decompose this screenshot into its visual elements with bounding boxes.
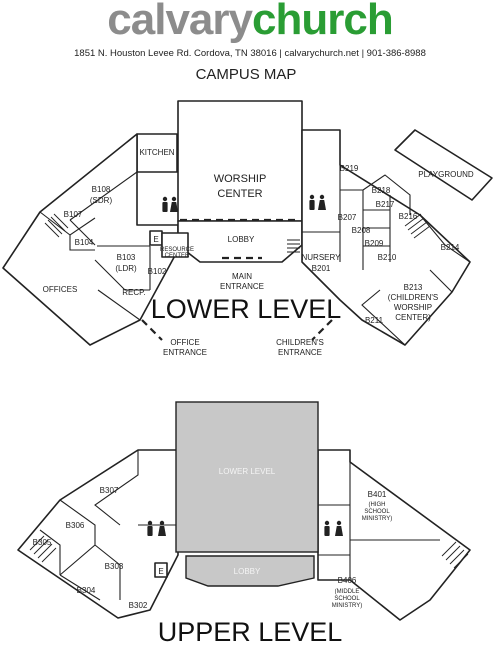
restroom-women-icon <box>170 196 178 212</box>
brand-logo: calvarychurch <box>107 0 393 44</box>
room-b108-sub: (SDR) <box>90 196 113 205</box>
kitchen-room <box>136 133 178 173</box>
worship-center-room <box>177 100 303 222</box>
upper-lobby-overlay-label: LOBBY <box>234 567 261 576</box>
lobby-label: LOBBY <box>228 235 255 244</box>
room-b102: B102 <box>148 267 167 276</box>
room-b303: B303 <box>105 562 124 571</box>
room-b103: B103 <box>117 253 136 262</box>
lobby-overlay <box>185 555 315 587</box>
room-b302: B302 <box>129 601 148 610</box>
childrens-entrance-label-2: ENTRANCE <box>278 348 322 357</box>
restroom-men-icon <box>147 520 153 536</box>
room-b406: B406 <box>338 576 357 585</box>
room-b307: B307 <box>100 486 119 495</box>
restroom-men-icon <box>309 194 315 210</box>
lower-level-heading: LOWER LEVEL <box>151 294 342 324</box>
room-b304: B304 <box>77 586 96 595</box>
playground-area <box>394 129 493 201</box>
room-b217: B217 <box>376 200 395 209</box>
lower-level-overlay <box>175 401 319 553</box>
office-entrance-label-2: ENTRANCE <box>163 348 207 357</box>
upper-overlay-label: LOWER LEVEL <box>219 467 276 476</box>
upper-level-floorplan: LOWER LEVEL LOBBY B307 B306 B305 B303 B3… <box>17 401 471 647</box>
room-b401: B401 <box>368 490 387 499</box>
nursery-room: B201 <box>312 264 331 273</box>
upper-elevator-label: E <box>158 567 163 576</box>
room-b213-sub2: WORSHIP <box>394 303 432 312</box>
kitchen-label: KITCHEN <box>139 148 174 157</box>
room-b406-sub1: (MIDDLE <box>335 589 360 595</box>
room-b211: B211 <box>365 316 384 325</box>
reception-label: RECP. <box>122 288 145 297</box>
office-entrance-label-1: OFFICE <box>170 338 199 347</box>
upper-level-heading: UPPER LEVEL <box>158 617 343 647</box>
stairs-icon <box>44 213 69 238</box>
restroom-men-icon <box>324 520 330 536</box>
room-b107: B107 <box>64 210 83 219</box>
main-entrance-label-2: ENTRANCE <box>220 282 264 291</box>
room-b401-sub3: MINISTRY) <box>362 516 393 522</box>
room-b208: B208 <box>352 226 371 235</box>
room-b218: B218 <box>372 186 391 195</box>
room-b214: B214 <box>441 243 460 252</box>
upper-left-wing <box>17 449 179 619</box>
room-b305: B305 <box>33 538 52 547</box>
elevator-icon <box>154 562 168 578</box>
room-b406-sub2: SCHOOL <box>334 596 360 602</box>
room-b213: B213 <box>404 283 423 292</box>
childrens-entrance-label-1: CHILDREN'S <box>276 338 324 347</box>
brand-name-part2: church <box>252 0 393 44</box>
map-title: CAMPUS MAP <box>196 66 297 83</box>
room-b216: B216 <box>399 212 418 221</box>
brand-name-part1: calvary <box>107 0 253 44</box>
worship-label-2: CENTER <box>217 188 262 200</box>
room-b210: B210 <box>378 253 397 262</box>
room-b207: B207 <box>338 213 357 222</box>
room-b104: B104 <box>75 238 94 247</box>
room-b213-sub3: CENTER) <box>395 313 431 322</box>
restroom-men-icon <box>162 196 168 212</box>
room-b219: B219 <box>340 164 359 173</box>
resource-center-label-2: CENTER <box>165 253 190 259</box>
room-b401-sub2: SCHOOL <box>364 509 390 515</box>
room-b209: B209 <box>365 239 384 248</box>
main-entrance-label-1: MAIN <box>232 272 252 281</box>
lower-level-floorplan: KITCHEN WORSHIP CENTER PLAYGROUND B219 B… <box>2 100 493 357</box>
playground-label: PLAYGROUND <box>418 170 474 179</box>
nursery-label: NURSERY <box>302 253 342 262</box>
upper-right-wing <box>317 449 471 621</box>
room-b103-sub: (LDR) <box>115 264 137 273</box>
offices-label: OFFICES <box>43 285 78 294</box>
address-line: 1851 N. Houston Levee Rd. Cordova, TN 38… <box>74 48 426 59</box>
resource-center-label-1: RESOURCE <box>160 247 194 253</box>
room-b406-sub3: MINISTRY) <box>332 603 363 609</box>
room-b401-sub1: (HIGH <box>369 502 386 508</box>
room-b306: B306 <box>66 521 85 530</box>
room-b213-sub1: (CHILDREN'S <box>388 293 438 302</box>
room-b108: B108 <box>92 185 111 194</box>
svg-text:calvarychurch: calvarychurch <box>107 0 392 44</box>
elevator-label: E <box>153 235 158 244</box>
worship-label-1: WORSHIP <box>214 173 267 185</box>
